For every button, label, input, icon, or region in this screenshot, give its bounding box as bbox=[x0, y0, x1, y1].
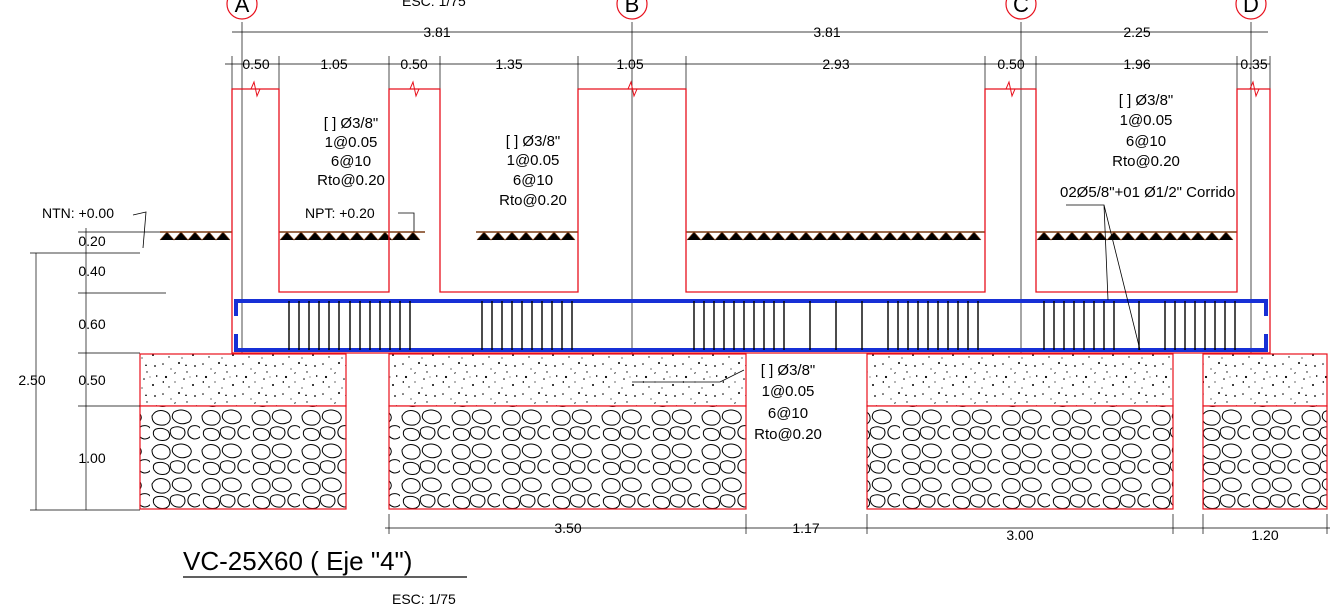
svg-text:[ ] Ø3/8": [ ] Ø3/8" bbox=[1119, 92, 1174, 109]
svg-text:6@10: 6@10 bbox=[331, 153, 371, 170]
dimension-bottom-row: 3.50 1.17 3.00 1.20 bbox=[385, 514, 1330, 543]
stirrup-note-2: [ ] Ø3/8" 1@0.05 6@10 Rto@0.20 bbox=[499, 133, 567, 209]
dimension-top-row: 3.81 3.81 2.25 bbox=[232, 24, 1268, 40]
dim-c-d: 2.25 bbox=[1123, 24, 1150, 40]
scale-label-bottom: ESC: 1/75 bbox=[392, 591, 456, 607]
axis-c-label: C bbox=[1013, 0, 1029, 17]
dim-seg-8: 1.96 bbox=[1123, 56, 1150, 72]
stirrup-note-4-leader bbox=[632, 369, 745, 383]
svg-text:6@10: 6@10 bbox=[768, 405, 808, 422]
dim-seg-3: 0.50 bbox=[400, 56, 427, 72]
svg-text:1@0.05: 1@0.05 bbox=[762, 383, 815, 400]
axis-a-marker: A bbox=[226, 0, 258, 20]
footings bbox=[139, 353, 1328, 510]
bottom-dim-1: 3.50 bbox=[554, 520, 581, 536]
dimension-second-row: 0.50 1.05 0.50 1.35 1.05 2.93 0.50 1.96 … bbox=[225, 56, 1271, 90]
note-bg bbox=[748, 358, 838, 438]
left-dim-1: 0.20 bbox=[78, 233, 105, 249]
axis-a-label: A bbox=[235, 0, 250, 17]
svg-text:[ ] Ø3/8": [ ] Ø3/8" bbox=[506, 133, 561, 150]
npt-level: NPT: +0.20 bbox=[305, 205, 375, 221]
axis-markers: A B C D bbox=[226, 0, 1267, 20]
left-dim-2: 0.40 bbox=[78, 263, 105, 279]
svg-text:1@0.05: 1@0.05 bbox=[325, 134, 378, 151]
svg-text:Rto@0.20: Rto@0.20 bbox=[1112, 153, 1180, 170]
dim-seg-6: 2.93 bbox=[822, 56, 849, 72]
long-rebar-note: 02Ø5/8"+01 Ø1/2" Corrido bbox=[1060, 184, 1235, 201]
svg-text:Rto@0.20: Rto@0.20 bbox=[317, 172, 385, 189]
dim-seg-2: 1.05 bbox=[320, 56, 347, 72]
svg-text:Rto@0.20: Rto@0.20 bbox=[499, 192, 567, 209]
axis-d-label: D bbox=[1243, 0, 1259, 17]
left-dim-4: 0.50 bbox=[78, 372, 105, 388]
dim-a-b: 3.81 bbox=[423, 24, 450, 40]
dim-seg-1: 0.50 bbox=[242, 56, 269, 72]
ntn-level: NTN: +0.00 bbox=[42, 205, 114, 221]
bottom-dim-2: 1.17 bbox=[792, 520, 819, 536]
svg-text:6@10: 6@10 bbox=[513, 172, 553, 189]
axis-d-marker: D bbox=[1235, 0, 1267, 20]
drawing-title: VC-25X60 ( Eje "4") bbox=[183, 546, 412, 576]
axis-b-marker: B bbox=[616, 0, 648, 20]
svg-text:[ ] Ø3/8": [ ] Ø3/8" bbox=[761, 362, 816, 379]
break-marks bbox=[232, 80, 1270, 98]
axis-lines bbox=[241, 22, 1252, 410]
dim-seg-9: 0.35 bbox=[1240, 56, 1267, 72]
dim-seg-5: 1.05 bbox=[616, 56, 643, 72]
left-dim-3: 0.60 bbox=[78, 316, 105, 332]
svg-text:Rto@0.20: Rto@0.20 bbox=[754, 426, 822, 443]
svg-text:6@10: 6@10 bbox=[1126, 133, 1166, 150]
stirrups bbox=[288, 301, 1236, 350]
axis-b-label: B bbox=[625, 0, 640, 17]
ntn-leader bbox=[132, 211, 147, 249]
svg-text:1@0.05: 1@0.05 bbox=[507, 152, 560, 169]
svg-text:[ ] Ø3/8": [ ] Ø3/8" bbox=[324, 115, 379, 132]
ground-hatch bbox=[159, 231, 1234, 241]
beam-rebar-cage bbox=[234, 299, 1268, 352]
scale-label-top: ESC: 1/75 bbox=[402, 0, 466, 9]
left-dimensions bbox=[30, 228, 166, 511]
left-dim-5: 1.00 bbox=[78, 450, 105, 466]
axis-c-marker: C bbox=[1005, 0, 1037, 20]
bottom-dim-3: 3.00 bbox=[1006, 527, 1033, 543]
stirrup-note-1: [ ] Ø3/8" 1@0.05 6@10 Rto@0.20 bbox=[317, 115, 385, 189]
svg-text:1@0.05: 1@0.05 bbox=[1120, 112, 1173, 129]
dim-b-c: 3.81 bbox=[813, 24, 840, 40]
long-rebar-leader bbox=[1066, 204, 1141, 351]
stirrup-note-4: [ ] Ø3/8" 1@0.05 6@10 Rto@0.20 bbox=[754, 362, 822, 443]
stirrup-note-3: [ ] Ø3/8" 1@0.05 6@10 Rto@0.20 bbox=[1112, 92, 1180, 170]
npt-leader bbox=[398, 212, 415, 232]
dim-seg-7: 0.50 bbox=[997, 56, 1024, 72]
dim-seg-4: 1.35 bbox=[495, 56, 522, 72]
bottom-dim-4: 1.20 bbox=[1251, 527, 1278, 543]
total-height-dim: 2.50 bbox=[18, 372, 45, 388]
